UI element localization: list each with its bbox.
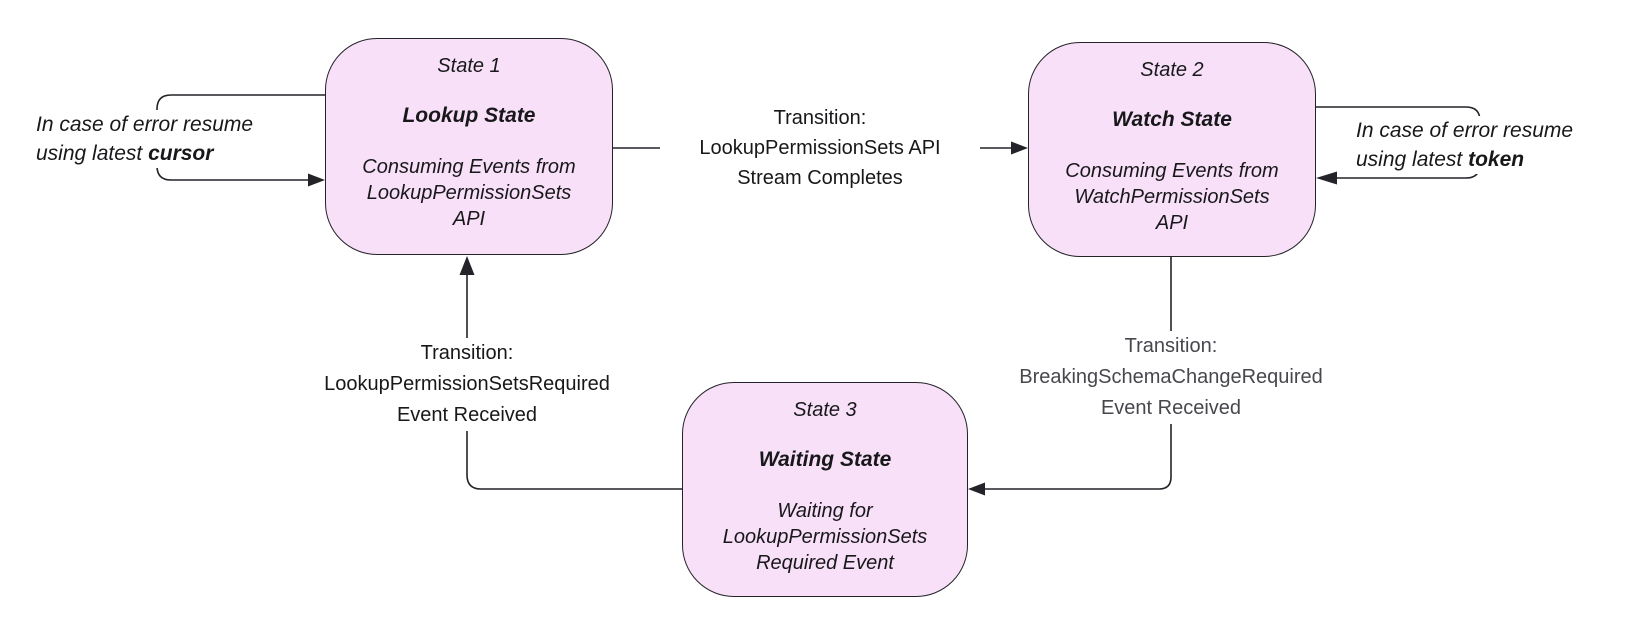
transition-label-line: Stream Completes [737,167,903,189]
arrow-left-icon [968,482,985,496]
transition-label-watch-to-waiting: Transition: BreakingSchemaChangeRequired… [1001,331,1341,424]
error-note-text: In case of error resume using latest [36,113,254,165]
arrow-right-icon [1011,141,1028,155]
transition-label-line: Event Received [396,404,538,426]
error-note-text: In case of error resume using latest [1356,119,1574,171]
state-title: State 2 [1140,59,1204,81]
state-title: State 3 [793,399,857,421]
transition-waiting-to-lookup-line [466,274,683,490]
state-node-lookup: State 1 Lookup State Consuming Events fr… [325,38,613,255]
state-description: Consuming Events from LookupPermissionSe… [362,156,576,230]
arrow-up-icon [459,256,475,275]
transition-label-line: BreakingSchemaChangeRequired [1019,366,1323,388]
state-description: Consuming Events from WatchPermissionSet… [1065,160,1279,234]
error-note-keyword: cursor [148,142,214,165]
transition-label-line: Transition: [420,342,514,364]
state-title: State 1 [437,55,501,77]
state-description: Waiting for LookupPermissionSets Require… [722,500,928,574]
arrow-left-icon [1316,171,1337,185]
transition-label-lookup-to-watch: Transition: LookupPermissionSets API Str… [660,103,980,193]
arrow-right-icon [308,173,325,187]
transition-label-line: LookupPermissionSetsRequired [324,373,610,395]
transition-label-line: LookupPermissionSets API [699,137,941,159]
transition-label-line: Transition: [1124,335,1218,357]
state-name: Watch State [1112,108,1232,131]
transition-label-waiting-to-lookup: Transition: LookupPermissionSetsRequired… [297,338,637,431]
state-name: Waiting State [758,448,892,471]
transition-label-line: Event Received [1100,397,1242,419]
transition-label-line: Transition: [773,107,867,129]
state-node-waiting: State 3 Waiting State Waiting for Lookup… [682,382,968,597]
error-note-cursor: In case of error resume using latest cur… [36,110,288,168]
state-name: Lookup State [402,104,536,127]
error-note-token: In case of error resume using latest tok… [1356,116,1608,174]
state-node-watch: State 2 Watch State Consuming Events fro… [1028,42,1316,257]
error-note-keyword: token [1468,148,1525,171]
transition-watch-to-waiting-line [985,257,1172,490]
